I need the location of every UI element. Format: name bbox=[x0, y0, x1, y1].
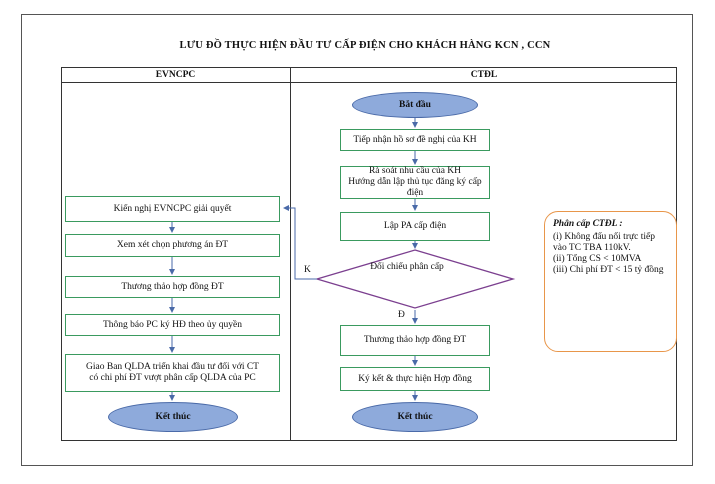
note-line-3: (iii) Chi phí ĐT < 15 tỷ đồng bbox=[553, 265, 664, 275]
note-line-2: (ii) Tổng CS < 10MVA bbox=[553, 254, 642, 264]
notify-box: Thông báo PC ký HĐ theo ủy quyền bbox=[65, 314, 280, 336]
decision-label: Đối chiếu phân cấp bbox=[370, 262, 444, 272]
start-oval: Bắt đầu bbox=[352, 92, 478, 118]
evncpc-end-oval: Kết thúc bbox=[108, 402, 238, 432]
edge-label-no: K bbox=[304, 265, 311, 275]
page-frame bbox=[21, 14, 693, 466]
decentralization-note: Phân cấp CTĐL : (i) Không đấu nối trực t… bbox=[544, 211, 677, 352]
sign-box: Ký kết & thực hiện Hợp đồng bbox=[340, 367, 490, 391]
assign-box: Giao Ban QLDA triển khai đầu tư đối với … bbox=[65, 354, 280, 392]
assign-line-2: có chi phí ĐT vượt phân cấp QLDA của PC bbox=[89, 373, 256, 383]
diagram-title: LƯU ĐỒ THỰC HIỆN ĐẦU TƯ CẤP ĐIỆN CHO KHÁ… bbox=[179, 40, 551, 51]
ctdl-end-oval: Kết thúc bbox=[352, 402, 478, 432]
lane-header-divider bbox=[61, 82, 677, 83]
lane-header-evncpc: EVNCPC bbox=[155, 70, 196, 80]
lane-divider bbox=[290, 67, 291, 441]
decision-diamond bbox=[314, 249, 516, 309]
review-line-1: Rà soát nhu cầu của KH bbox=[368, 166, 462, 176]
arrow-decision-to-evncpc bbox=[283, 205, 317, 280]
evncpc-negotiate-box: Thương thảo hợp đồng ĐT bbox=[65, 276, 280, 298]
review-box: Rà soát nhu cầu của KH Hướng dẫn lập thủ… bbox=[340, 166, 490, 199]
plan-box: Lập PA cấp điện bbox=[340, 212, 490, 241]
assign-line-1: Giao Ban QLDA triển khai đầu tư đối với … bbox=[86, 362, 259, 372]
lane-header-ctdl: CTĐL bbox=[470, 70, 498, 80]
note-line-1: (i) Không đấu nối trực tiếp vào TC TBA 1… bbox=[553, 232, 655, 253]
receive-box: Tiếp nhận hồ sơ đề nghị của KH bbox=[340, 129, 490, 151]
consider-box: Xem xét chọn phương án ĐT bbox=[65, 234, 280, 257]
edge-label-yes: Đ bbox=[398, 310, 405, 320]
note-title: Phân cấp CTĐL : bbox=[553, 219, 623, 229]
review-line-2: Hướng dẫn lập thủ tục đăng ký cấp điện bbox=[348, 177, 482, 198]
ctdl-negotiate-box: Thương thảo hợp đồng ĐT bbox=[340, 325, 490, 356]
propose-box: Kiến nghị EVNCPC giải quyết bbox=[65, 196, 280, 222]
